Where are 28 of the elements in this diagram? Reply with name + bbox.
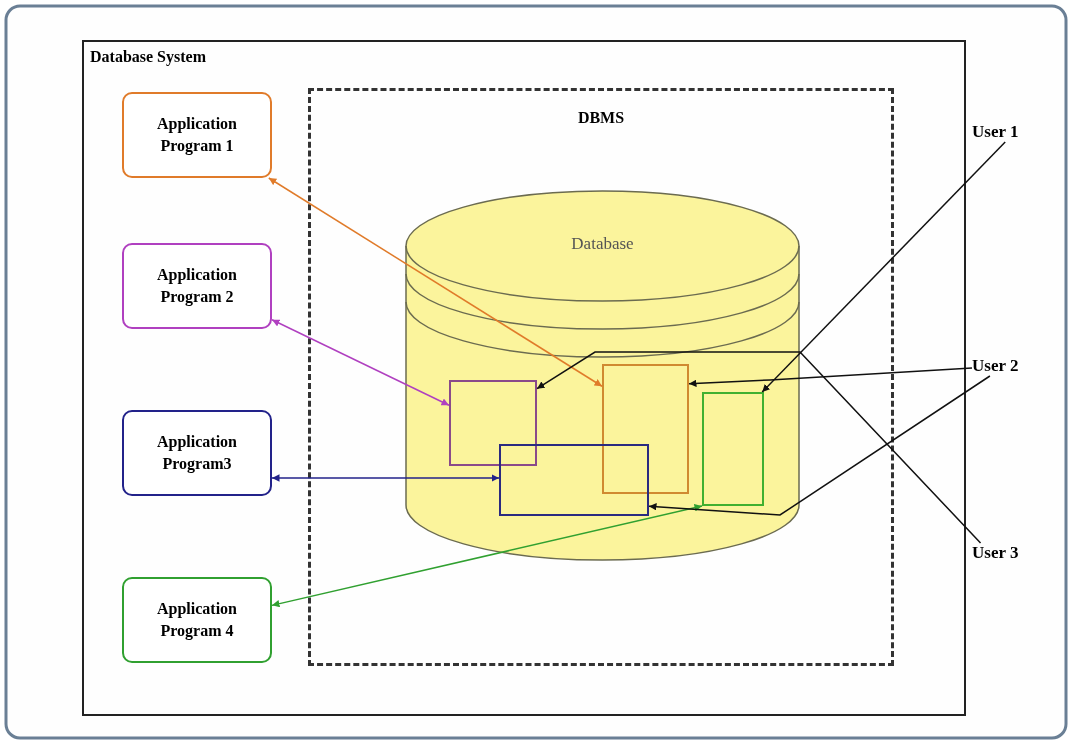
arrow	[268, 177, 603, 387]
view-box	[602, 364, 689, 494]
arrow	[688, 367, 973, 388]
program-box	[122, 410, 272, 496]
database-label: Database	[571, 234, 634, 254]
program-label: Application Program 1	[156, 114, 238, 157]
view-box	[702, 392, 764, 506]
user-label: User 3	[972, 543, 1019, 563]
dbms-heading: DBMS	[577, 109, 625, 127]
user-label: User 2	[972, 356, 1019, 376]
program-box	[122, 92, 272, 178]
arrow	[271, 504, 703, 608]
system-frame	[82, 40, 966, 716]
view-box	[449, 380, 537, 466]
dbms-boundary	[308, 88, 894, 666]
program-box	[122, 577, 272, 663]
system-heading: Database System	[90, 48, 206, 66]
program-label: Application Program3	[156, 432, 238, 475]
program-label: Application Program 2	[156, 265, 238, 308]
user-label: User 1	[972, 122, 1019, 142]
arrow	[536, 351, 982, 544]
view-box	[499, 444, 649, 516]
arrow	[761, 141, 1006, 393]
arrow	[648, 375, 991, 516]
program-box	[122, 243, 272, 329]
program-label: Application Program 4	[156, 599, 238, 642]
arrow	[271, 474, 500, 482]
arrow	[271, 319, 450, 406]
